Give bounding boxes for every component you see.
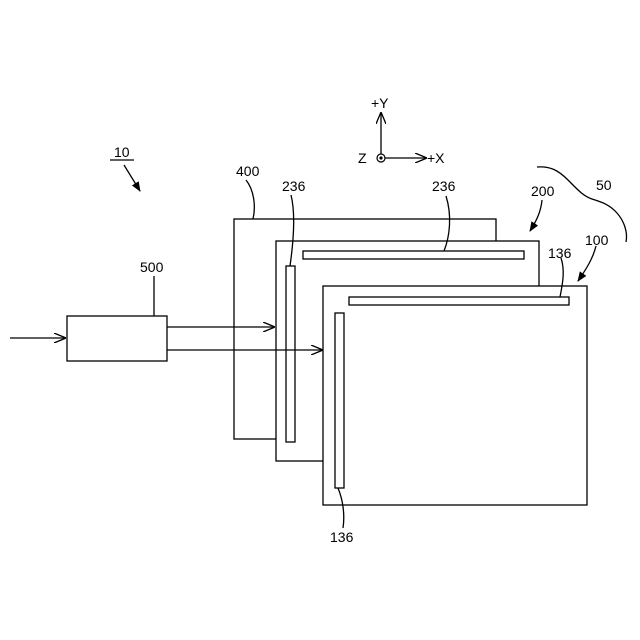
axis-z-dot xyxy=(379,156,382,159)
label-500: 500 xyxy=(140,259,164,275)
arrow-100 xyxy=(578,246,596,281)
electrode-236-top xyxy=(303,251,524,259)
label-236-top: 236 xyxy=(432,178,456,194)
label-136-top: 136 xyxy=(548,245,572,261)
label-100: 100 xyxy=(585,232,609,248)
label-50: 50 xyxy=(596,177,612,193)
arrow-200 xyxy=(530,200,542,231)
label-136-bottom: 136 xyxy=(330,529,354,545)
axis-x-label: +X xyxy=(427,150,445,166)
electrode-136-top xyxy=(349,297,569,305)
label-236-left: 236 xyxy=(282,178,306,194)
electrode-136-left xyxy=(335,313,344,488)
source-500-box xyxy=(67,316,167,361)
leader-400 xyxy=(246,180,254,219)
panel-100 xyxy=(323,286,587,505)
label-200: 200 xyxy=(531,183,555,199)
label-400: 400 xyxy=(236,163,260,179)
axis-z-label: Z xyxy=(358,150,367,166)
brace-50 xyxy=(537,167,627,242)
label-10-arrow xyxy=(124,165,140,191)
electrode-236-left xyxy=(286,266,295,442)
label-system-10: 10 xyxy=(114,144,130,160)
axis-y-label: +Y xyxy=(371,95,389,111)
